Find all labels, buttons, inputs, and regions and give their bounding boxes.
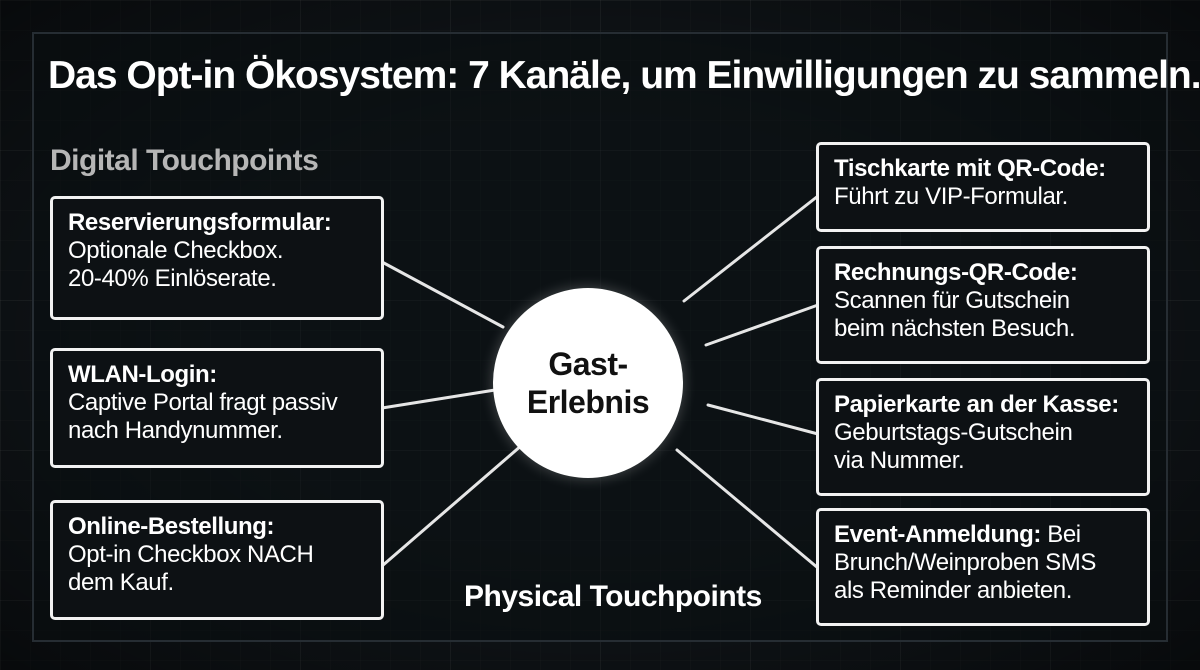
card-wlan-login: WLAN-Login: Captive Portal fragt passiv … bbox=[50, 348, 384, 468]
card-heading: Reservierungsformular: bbox=[68, 209, 332, 236]
connector-event-anmeldung bbox=[675, 448, 820, 570]
card-line: Führt zu VIP-Formular. bbox=[834, 183, 1068, 210]
card-line: 20-40% Einlöserate. bbox=[68, 265, 277, 292]
section-label-physical: Physical Touchpoints bbox=[464, 580, 762, 613]
card-line: nach Handynummer. bbox=[68, 417, 283, 444]
card-heading-row: Event-Anmeldung: Bei bbox=[834, 521, 1133, 549]
hub-gast-erlebnis: Gast- Erlebnis bbox=[493, 288, 683, 478]
card-heading: Rechnungs-QR-Code: bbox=[834, 259, 1078, 286]
card-heading: Papierkarte an der Kasse: bbox=[834, 391, 1119, 418]
connector-online-bestellung bbox=[380, 443, 524, 568]
card-tischkarte-qr-code: Tischkarte mit QR-Code: Führt zu VIP-For… bbox=[816, 142, 1150, 232]
connector-wlan-login bbox=[380, 388, 497, 410]
card-heading: WLAN-Login: bbox=[68, 361, 217, 388]
card-reservierungsformular: Reservierungsformular: Optionale Checkbo… bbox=[50, 196, 384, 320]
connector-rechnungs-qr bbox=[704, 303, 820, 347]
card-event-anmeldung: Event-Anmeldung: Bei Brunch/Weinproben S… bbox=[816, 508, 1150, 626]
card-rechnungs-qr-code: Rechnungs-QR-Code: Scannen für Gutschein… bbox=[816, 246, 1150, 364]
card-online-bestellung: Online-Bestellung: Opt-in Checkbox NACH … bbox=[50, 500, 384, 620]
card-heading: Event-Anmeldung: bbox=[834, 521, 1041, 548]
card-line: Geburtstags-Gutschein bbox=[834, 419, 1073, 446]
card-line: Opt-in Checkbox NACH bbox=[68, 541, 314, 568]
card-heading: Tischkarte mit QR-Code: bbox=[834, 155, 1106, 182]
card-line: Captive Portal fragt passiv bbox=[68, 389, 338, 416]
card-papierkarte-kasse: Papierkarte an der Kasse: Geburtstags-Gu… bbox=[816, 378, 1150, 496]
card-line: Brunch/Weinproben SMS bbox=[834, 549, 1096, 576]
card-line: dem Kauf. bbox=[68, 569, 174, 596]
hub-label-line1: Gast- bbox=[548, 346, 628, 382]
section-label-digital: Digital Touchpoints bbox=[50, 144, 319, 177]
card-heading-tail: Bei bbox=[1040, 521, 1081, 548]
connector-reservierungsformular bbox=[380, 260, 505, 329]
hub-label: Gast- Erlebnis bbox=[526, 345, 650, 421]
connector-tischkarte bbox=[682, 194, 820, 303]
hub-label-line2: Erlebnis bbox=[526, 384, 650, 420]
card-line: Scannen für Gutschein bbox=[834, 287, 1070, 314]
connector-papierkarte bbox=[706, 403, 820, 436]
card-line: Optionale Checkbox. bbox=[68, 237, 284, 264]
card-line: via Nummer. bbox=[834, 447, 965, 474]
card-line: als Reminder anbieten. bbox=[834, 577, 1073, 604]
card-heading: Online-Bestellung: bbox=[68, 513, 275, 540]
slide-title: Das Opt-in Ökosystem: 7 Kanäle, um Einwi… bbox=[48, 54, 1200, 97]
card-line: beim nächsten Besuch. bbox=[834, 315, 1076, 342]
